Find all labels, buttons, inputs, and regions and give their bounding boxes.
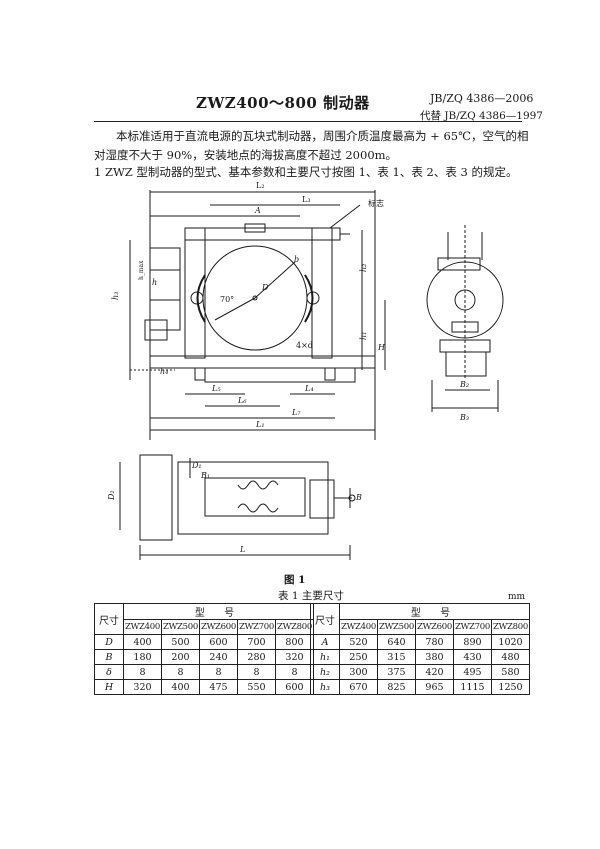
- label-B1: B₁: [200, 471, 210, 480]
- label-B2: B₂: [459, 380, 469, 389]
- figure-caption: 图 1: [284, 574, 306, 586]
- model-header: ZWZ400: [123, 619, 162, 635]
- model-header: ZWZ600: [199, 619, 238, 635]
- header-rule: [94, 121, 522, 122]
- label-H: H: [377, 343, 386, 352]
- label-B: B: [355, 493, 362, 502]
- label-L7: L₇: [291, 408, 301, 417]
- label-mark: 标志: [368, 198, 384, 208]
- label-L3: L₃: [302, 195, 311, 204]
- label-A: A: [254, 206, 261, 215]
- label-D2: D₂: [107, 490, 116, 501]
- model-header: ZWZ500: [161, 619, 200, 635]
- model-header: ZWZ400: [339, 619, 378, 635]
- label-h3: h₃: [111, 292, 120, 300]
- standard-code: JB/ZQ 4386—2006: [430, 92, 534, 105]
- model-header: ZWZ800: [275, 619, 314, 635]
- base-plate: [149, 355, 376, 369]
- label-h: h: [152, 278, 157, 287]
- clause-1-paragraph: 1 ZWZ 型制动器的型式、基本参数和主要尺寸按图 1、表 1、表 2、表 3 …: [94, 165, 518, 179]
- model-header: ZWZ700: [237, 619, 276, 635]
- label-L: L: [239, 545, 245, 554]
- figure-labels: L₂ L₃ A 标志 b D 70° h h_max h₃ h₂ h₁ H h₄…: [107, 181, 469, 554]
- label-D1: D₁: [191, 461, 202, 470]
- document-title: ZWZ400～800 制动器: [196, 94, 370, 112]
- label-L2: L₂: [256, 181, 265, 190]
- magnet-block: [149, 247, 181, 331]
- plan-view: [119, 454, 356, 560]
- model-group-header: 型 号: [123, 603, 314, 620]
- replaces-standard: 代替 JB/ZQ 4386—1997: [420, 110, 543, 122]
- brake-drawing: L₂ L₃ A 标志 b D 70° h h_max h₃ h₂ h₁ H h₄…: [107, 181, 504, 560]
- dim-header: 尺寸: [310, 603, 340, 635]
- label-B3: B₃: [459, 413, 469, 422]
- plan-magnet: [139, 454, 173, 541]
- label-angle: 70°: [220, 295, 234, 304]
- left-arm: [184, 227, 206, 359]
- top-rod: [184, 227, 341, 241]
- model-group-header: 型 号: [339, 603, 530, 620]
- label-h1: h₁: [359, 332, 368, 340]
- label-fourd: 4×d: [296, 341, 313, 350]
- model-header: ZWZ700: [453, 619, 492, 635]
- right-arm: [311, 227, 333, 359]
- dim-header: 尺寸: [94, 603, 124, 635]
- model-header: ZWZ600: [415, 619, 454, 635]
- label-b: b: [294, 255, 299, 264]
- table-caption: 表 1 主要尺寸: [278, 590, 344, 602]
- label-L5: L₅: [211, 384, 221, 393]
- label-L6: L₆: [237, 396, 247, 405]
- label-L4: L₄: [304, 384, 314, 393]
- dimension-table-left: 尺寸 型 号 ZWZ400 ZWZ500 ZWZ600 ZWZ700 ZWZ80…: [94, 603, 314, 695]
- front-view: [129, 190, 386, 440]
- model-header: ZWZ800: [491, 619, 530, 635]
- label-h4: h₄: [160, 367, 168, 376]
- dimension-table-right: 尺寸 型 号 ZWZ400 ZWZ500 ZWZ600 ZWZ700 ZWZ80…: [310, 603, 530, 695]
- table-unit: mm: [508, 592, 526, 602]
- scope-paragraph: 本标准适用于直流电源的瓦块式制动器，周围介质温度最高为 + 65℃，空气的相对湿…: [94, 129, 529, 162]
- label-D: D: [261, 283, 269, 292]
- label-hmax: h_max: [138, 260, 145, 280]
- model-header: ZWZ500: [377, 619, 416, 635]
- side-view: [426, 225, 504, 412]
- label-L1: L₁: [255, 420, 265, 429]
- label-h2: h₂: [359, 264, 368, 272]
